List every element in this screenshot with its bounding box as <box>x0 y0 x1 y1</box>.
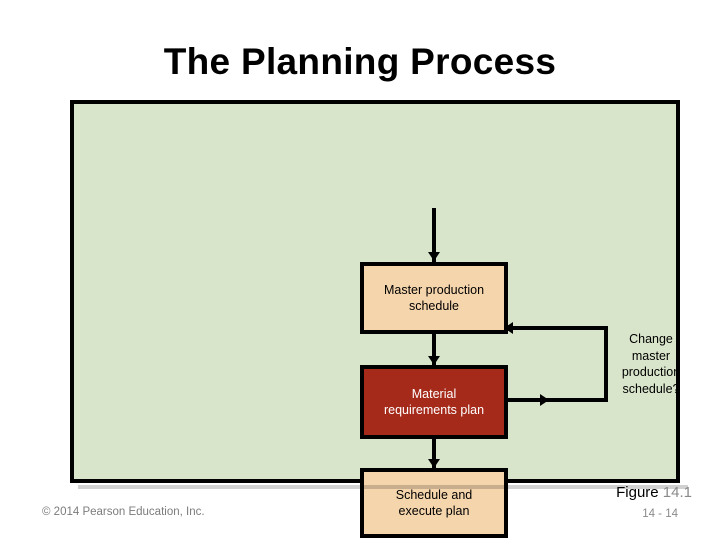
slide-number: 14 - 14 <box>642 508 678 520</box>
arrowhead-feedback-right <box>540 394 549 406</box>
process-box-schedule-and-execute-plan-label: Schedule and execute plan <box>395 487 473 519</box>
diagram-panel: Master production schedule Material requ… <box>70 100 680 538</box>
arrowhead-material-to-schedule <box>428 459 440 468</box>
panel-drop-shadow <box>78 485 688 489</box>
figure-caption-number: 14.1 <box>662 484 692 501</box>
connector-master-to-material <box>432 334 436 367</box>
process-box-master-production-schedule-label: Master production schedule <box>383 282 485 314</box>
arrowhead-feedback-left <box>504 322 513 334</box>
connector-feedback-return <box>510 326 608 330</box>
copyright-notice: © 2014 Pearson Education, Inc. <box>42 506 205 518</box>
process-box-material-requirements-plan-label: Material requirements plan <box>383 386 485 418</box>
connector-inflow-line <box>432 208 436 264</box>
connector-feedback-riser <box>604 326 608 402</box>
process-box-master-production-schedule[interactable]: Master production schedule <box>360 262 508 334</box>
connector-material-to-schedule <box>432 439 436 470</box>
page-title: The Planning Process <box>163 41 557 82</box>
arrowhead-master-to-material <box>428 356 440 365</box>
connector-feedback-out <box>508 398 608 402</box>
process-box-material-requirements-plan[interactable]: Material requirements plan <box>360 365 508 439</box>
process-box-schedule-and-execute-plan[interactable]: Schedule and execute plan <box>360 468 508 538</box>
figure-caption-label: Figure <box>616 484 663 501</box>
arrowhead-inflow-down <box>428 252 440 261</box>
decision-label-change-master-production-schedule: Change master production schedule? <box>621 332 681 396</box>
figure-caption: Figure 14.1 <box>616 484 692 501</box>
